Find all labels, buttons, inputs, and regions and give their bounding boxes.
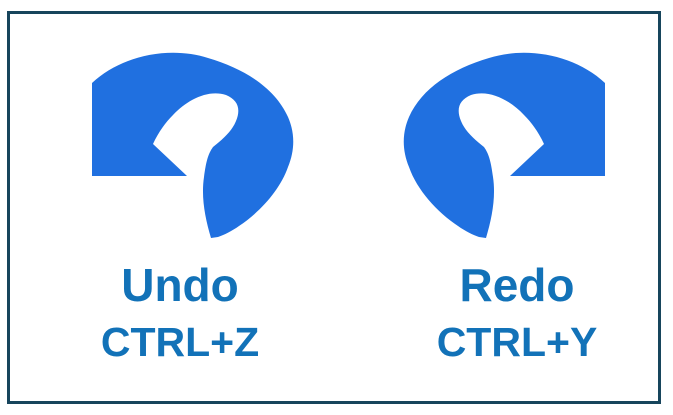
undo-shortcut: CTRL+Z <box>100 319 260 365</box>
undo-arrow-shape <box>92 52 294 239</box>
undo-label: Undo <box>121 259 239 311</box>
redo-arrow-icon <box>403 52 605 239</box>
undo-arrow-icon <box>92 52 294 239</box>
redo-label: Redo <box>459 259 575 311</box>
illustration-frame: Undo CTRL+Z Redo CTRL+Y <box>7 11 661 404</box>
redo-shortcut: CTRL+Y <box>436 319 598 365</box>
redo-arrow-shape <box>403 52 605 239</box>
